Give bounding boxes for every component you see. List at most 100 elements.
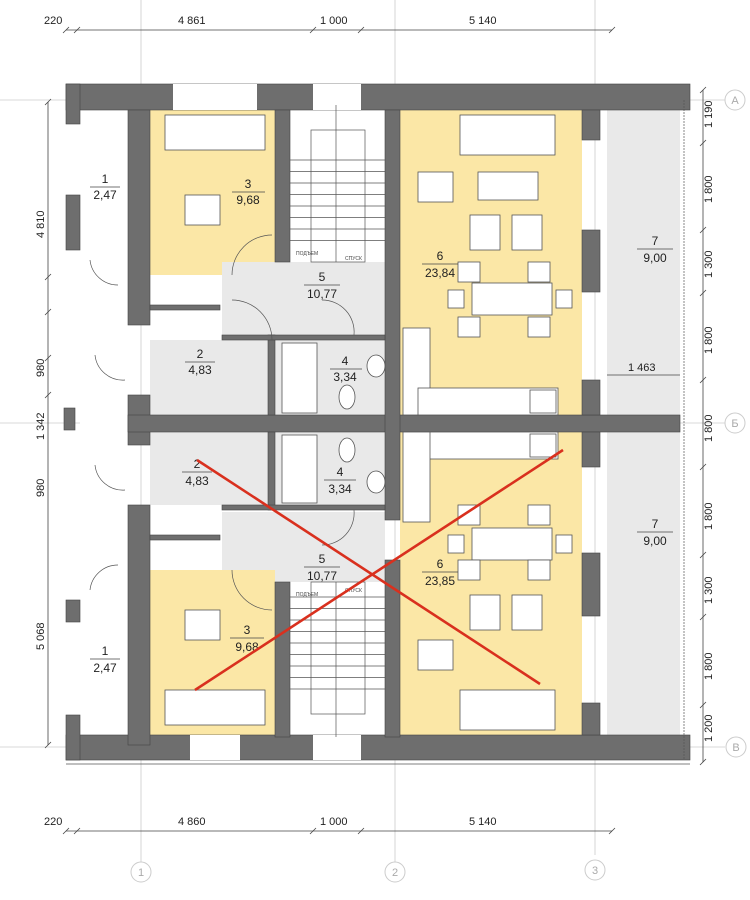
svg-text:3: 3 xyxy=(592,865,598,877)
svg-text:2: 2 xyxy=(392,867,398,879)
dimension-tick xyxy=(44,391,52,399)
dimension-tick xyxy=(608,827,616,835)
svg-text:980: 980 xyxy=(35,359,47,377)
room-6-label: 623,85 xyxy=(422,557,458,588)
svg-text:1 190: 1 190 xyxy=(703,100,715,128)
svg-text:23,85: 23,85 xyxy=(425,574,455,588)
dimension-tick xyxy=(699,758,707,766)
sofa-icon xyxy=(164,114,266,151)
svg-text:3: 3 xyxy=(245,177,252,191)
svg-text:220: 220 xyxy=(44,15,62,27)
svg-text:5 068: 5 068 xyxy=(35,622,47,650)
svg-text:1 463: 1 463 xyxy=(628,362,656,374)
svg-text:5: 5 xyxy=(319,552,326,566)
dimension-tick xyxy=(699,226,707,234)
staircase-upper: ПОДЪЕМ СПУСК xyxy=(290,105,385,263)
chair-icon xyxy=(457,261,481,283)
axis-marker-a: А xyxy=(724,89,746,111)
chair-icon xyxy=(555,534,573,554)
room-7-label: 79,00 xyxy=(637,234,673,265)
axis-marker-v: В xyxy=(725,736,747,758)
chair-icon xyxy=(555,289,573,309)
svg-text:2: 2 xyxy=(194,457,201,471)
dimension-tick xyxy=(44,273,52,281)
svg-text:1 300: 1 300 xyxy=(703,576,715,604)
svg-text:1 300: 1 300 xyxy=(703,250,715,278)
kitchen-counter xyxy=(402,431,431,523)
dimension-tick xyxy=(73,26,81,34)
svg-text:4: 4 xyxy=(342,354,349,368)
svg-text:7: 7 xyxy=(652,517,659,531)
bathtub-icon xyxy=(281,342,318,414)
svg-text:5 140: 5 140 xyxy=(469,15,497,27)
chair-icon xyxy=(527,559,551,581)
svg-text:1 342: 1 342 xyxy=(35,412,47,440)
svg-text:7: 7 xyxy=(652,234,659,248)
axis-marker-2: 2 xyxy=(384,861,406,883)
svg-text:3: 3 xyxy=(244,623,251,637)
room-1-label: 12,47 xyxy=(90,172,120,202)
svg-text:6: 6 xyxy=(437,249,444,263)
dimension-tick xyxy=(699,463,707,471)
chair-icon xyxy=(447,289,465,309)
svg-text:4 810: 4 810 xyxy=(35,210,47,238)
stove-icon xyxy=(529,433,557,458)
svg-text:Б: Б xyxy=(731,418,738,430)
room-2-label: 24,83 xyxy=(185,347,215,377)
door-swing xyxy=(94,354,126,381)
axis-marker-b: Б xyxy=(724,412,746,434)
sofa-icon xyxy=(459,689,556,731)
desk-icon xyxy=(184,194,221,226)
svg-text:3,34: 3,34 xyxy=(328,482,352,496)
svg-text:9,68: 9,68 xyxy=(236,193,260,207)
walls xyxy=(63,83,691,765)
door-swing xyxy=(321,299,355,336)
dimension-tick xyxy=(699,701,707,709)
chair-icon xyxy=(527,261,551,283)
furniture xyxy=(89,114,573,731)
dimension-tick xyxy=(699,86,707,94)
chair-icon xyxy=(447,534,465,554)
svg-text:1 800: 1 800 xyxy=(703,326,715,354)
dimension-tick xyxy=(309,26,317,34)
room-5-label: 510,77 xyxy=(304,552,340,583)
room-2-label: 24,83 xyxy=(182,457,212,488)
sink-icon xyxy=(366,354,386,378)
svg-text:1 800: 1 800 xyxy=(703,652,715,680)
svg-text:5: 5 xyxy=(319,270,326,284)
svg-text:980: 980 xyxy=(35,479,47,497)
cross-out-mark xyxy=(194,448,564,692)
armchair-icon xyxy=(511,214,543,251)
svg-text:4: 4 xyxy=(337,465,344,479)
svg-text:1 800: 1 800 xyxy=(703,175,715,203)
chair-icon xyxy=(457,316,481,338)
stair-up-label: ПОДЪЕМ xyxy=(296,251,318,257)
dimension-tick xyxy=(73,827,81,835)
armchair-icon xyxy=(469,214,501,251)
svg-text:5 140: 5 140 xyxy=(469,816,497,828)
dimension-tick xyxy=(62,827,70,835)
stair-up-label: ПОДЪЕМ xyxy=(296,592,318,598)
axis-markers: 1 2 3 А Б В xyxy=(130,89,747,883)
svg-text:220: 220 xyxy=(44,816,62,828)
dimension-tick xyxy=(357,827,365,835)
dimension-tick xyxy=(699,551,707,559)
room-4-label: 43,34 xyxy=(324,465,356,496)
stair-down-label: СПУСК xyxy=(345,256,362,262)
axis-marker-1: 1 xyxy=(130,861,152,883)
dimension-tick xyxy=(699,613,707,621)
sofa-icon xyxy=(164,689,266,726)
svg-text:4,83: 4,83 xyxy=(185,474,209,488)
axis-marker-3: 3 xyxy=(584,859,606,881)
room-4-label: 43,34 xyxy=(330,354,362,384)
desk-icon xyxy=(184,609,221,641)
armchair-icon xyxy=(417,171,454,203)
svg-text:1 000: 1 000 xyxy=(320,816,348,828)
svg-text:23,84: 23,84 xyxy=(425,266,455,280)
svg-text:1: 1 xyxy=(138,867,144,879)
svg-text:1: 1 xyxy=(102,644,109,658)
svg-text:4 861: 4 861 xyxy=(178,15,206,27)
svg-text:4 860: 4 860 xyxy=(178,816,206,828)
dimension-tick xyxy=(357,26,365,34)
